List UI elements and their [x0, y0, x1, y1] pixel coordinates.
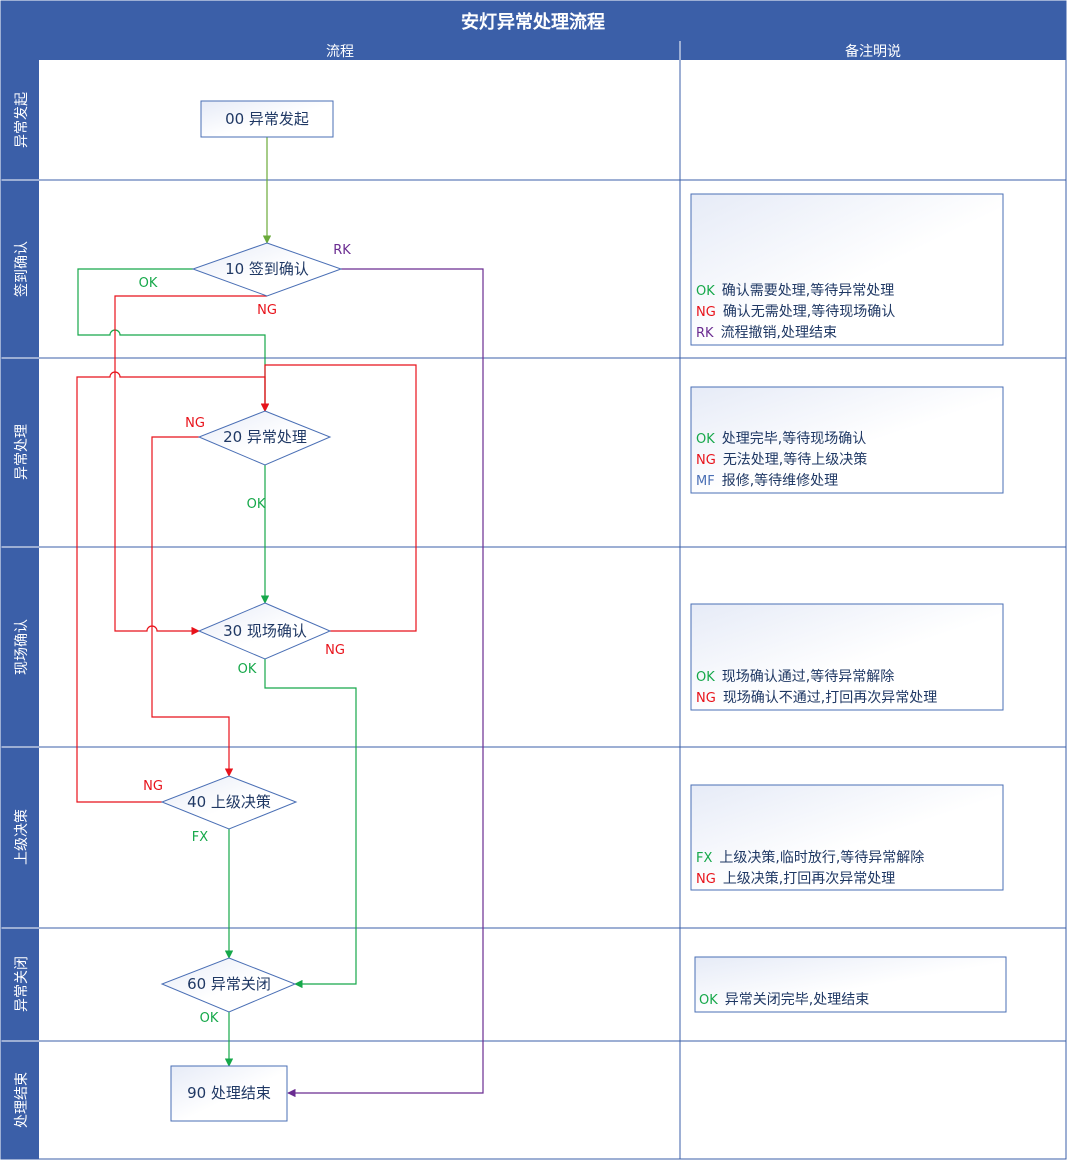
node-20: 20 异常处理: [197, 410, 332, 466]
lane-header-strip: [1, 60, 39, 1159]
note-line: NG 确认无需处理,等待现场确认: [696, 303, 895, 320]
column-header-bar: [1, 41, 1066, 60]
note-box-signin: OK 确认需要处理,等待异常处理 NG 确认无需处理,等待现场确认 RK 流程撤销,处理结…: [690, 193, 1004, 346]
edge-30-ok-to-60: [264, 659, 357, 989]
note-line: NG 现场确认不通过,打回再次异常处理: [696, 689, 937, 706]
node-40: 40 上级决策: [160, 775, 298, 830]
note-description: 上级决策,打回再次异常处理: [723, 870, 895, 887]
edge-label-10-ok: OK: [139, 276, 158, 291]
note-code: FX: [696, 851, 712, 866]
edge-label-30-ng: NG: [325, 643, 345, 658]
edge-20-ng-to-40: [151, 436, 234, 777]
note-code: RK: [696, 326, 714, 341]
node-90-label: 90 处理结束: [187, 1084, 271, 1102]
lane-label-signin: 签到确认: [13, 241, 30, 297]
note-description: 现场确认不通过,打回再次异常处理: [723, 689, 937, 706]
note-description: 确认需要处理,等待异常处理: [722, 282, 894, 299]
note-box-onsite: OK 现场确认通过,等待异常解除 NG 现场确认不通过,打回再次异常处理: [690, 603, 1004, 711]
note-line: OK 现场确认通过,等待异常解除: [696, 668, 894, 685]
node-10: 10 签到确认: [191, 242, 343, 297]
column-header-notes: 备注明说: [845, 43, 901, 60]
node-30: 30 现场确认: [197, 602, 332, 660]
note-code: NG: [696, 872, 716, 887]
note-code: NG: [696, 305, 716, 320]
note-description: 无法处理,等待上级决策: [723, 451, 867, 468]
title-bar: [1, 1, 1066, 41]
lane-label-close: 异常关闭: [14, 956, 30, 1012]
edge-label-10-rk: RK: [333, 243, 351, 258]
edge-label-40-fx: FX: [192, 830, 208, 845]
note-line: MF 报修,等待维修处理: [696, 472, 838, 489]
diagram-title: 安灯异常处理流程: [461, 11, 605, 33]
edge-label-20-ok: OK: [247, 497, 266, 512]
note-description: 报修,等待维修处理: [722, 472, 838, 489]
note-code: OK: [696, 284, 715, 299]
lane-label-handle: 异常处理: [14, 424, 30, 480]
note-code: NG: [696, 453, 716, 468]
node-60: 60 异常关闭: [160, 957, 297, 1013]
node-30-label: 30 现场确认: [223, 622, 307, 640]
note-box-close: OK 异常关闭完毕,处理结束: [694, 956, 1007, 1013]
note-line: RK 流程撤销,处理结束: [696, 325, 837, 341]
edge-30-ng-to-20: [260, 364, 417, 632]
note-box-handle: OK 处理完毕,等待现场确认 NG 无法处理,等待上级决策 MF 报修,等待维修处理: [690, 386, 1004, 494]
note-line: OK 异常关闭完毕,处理结束: [699, 992, 869, 1008]
node-00: 00 异常发起: [200, 100, 334, 138]
note-line: NG 上级决策,打回再次异常处理: [696, 870, 895, 887]
note-line: OK 确认需要处理,等待异常处理: [696, 282, 894, 299]
node-60-label: 60 异常关闭: [187, 975, 271, 993]
note-description: 处理完毕,等待现场确认: [722, 430, 866, 447]
node-10-label: 10 签到确认: [225, 260, 309, 278]
lane-label-end: 处理结束: [14, 1072, 30, 1128]
note-code: OK: [696, 432, 715, 447]
node-20-label: 20 异常处理: [223, 428, 307, 446]
note-code: NG: [696, 691, 716, 706]
edge-label-20-ng: NG: [185, 416, 205, 431]
note-code: OK: [699, 993, 718, 1008]
lane-label-onsite: 现场确认: [14, 619, 30, 675]
edge-10-ok-to-20: [77, 268, 270, 412]
edge-10-rk-to-90: [287, 268, 484, 1098]
node-40-label: 40 上级决策: [187, 793, 271, 811]
note-line: OK 处理完毕,等待现场确认: [696, 430, 866, 447]
lane-label-decision: 上级决策: [13, 809, 30, 865]
lane-label-initiate: 异常发起: [14, 92, 30, 148]
note-line: NG 无法处理,等待上级决策: [696, 451, 867, 468]
note-description: 现场确认通过,等待异常解除: [722, 668, 894, 685]
note-description: 异常关闭完毕,处理结束: [725, 992, 869, 1008]
note-description: 确认无需处理,等待现场确认: [723, 303, 895, 320]
edge-label-10-ng: NG: [257, 303, 277, 318]
node-90: 90 处理结束: [170, 1065, 288, 1122]
note-description: 流程撤销,处理结束: [721, 325, 837, 341]
column-header-flow: 流程: [326, 44, 354, 60]
edge-label-40-ng: NG: [143, 779, 163, 794]
edge-40-ng-to-20: [76, 371, 270, 803]
edge-10-ng-to-30: [114, 295, 267, 636]
note-description: 上级决策,临时放行,等待异常解除: [719, 849, 924, 866]
edge-label-60-ok: OK: [200, 1011, 219, 1026]
note-code: OK: [696, 670, 715, 685]
edge-label-30-ok: OK: [238, 662, 257, 677]
note-code: MF: [696, 474, 715, 489]
note-line: FX 上级决策,临时放行,等待异常解除: [696, 849, 924, 866]
node-00-label: 00 异常发起: [225, 110, 309, 128]
